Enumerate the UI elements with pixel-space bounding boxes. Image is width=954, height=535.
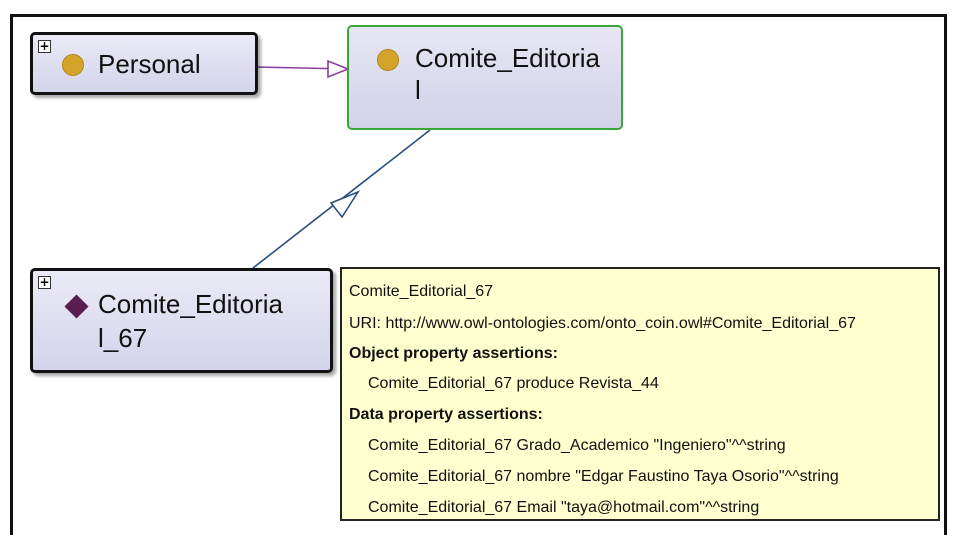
tooltip-data-heading: Data property assertions:: [349, 406, 543, 423]
subclass-arrowhead: [327, 59, 351, 79]
tooltip-data-assertion: Comite_Editorial_67 Grado_Academico "Ing…: [368, 437, 786, 454]
class-node-comite-editorial[interactable]: Comite_Editoria l: [347, 25, 623, 130]
expand-icon[interactable]: +: [38, 39, 51, 53]
tooltip-title: Comite_Editorial_67: [349, 283, 494, 300]
type-arrowhead: [329, 190, 361, 219]
tooltip-uri: URI: http://www.owl-ontologies.com/onto_…: [349, 315, 856, 332]
class-node-personal[interactable]: + Personal: [30, 32, 258, 95]
node-label-line2: l: [415, 75, 421, 105]
expand-icon[interactable]: +: [38, 275, 51, 289]
tooltip-object-assertion: Comite_Editorial_67 produce Revista_44: [368, 375, 659, 392]
canvas-border-right: [944, 14, 947, 535]
class-icon: [377, 49, 399, 71]
individual-tooltip: Comite_Editorial_67 URI: http://www.owl-…: [340, 267, 940, 521]
class-icon: [62, 54, 84, 76]
node-label-line2: l_67: [98, 323, 148, 353]
tooltip-data-assertion: Comite_Editorial_67 Email "taya@hotmail.…: [368, 499, 760, 516]
individual-icon: [64, 294, 89, 319]
tooltip-data-assertion: Comite_Editorial_67 nombre "Edgar Fausti…: [368, 468, 839, 485]
node-label: Personal: [98, 49, 201, 79]
node-label-line1: Comite_Editoria: [98, 289, 283, 319]
canvas-border-left: [10, 14, 13, 535]
node-label-line1: Comite_Editoria: [415, 43, 600, 73]
tooltip-object-heading: Object property assertions:: [349, 345, 558, 362]
individual-node-comite-editorial-67[interactable]: + Comite_Editoria l_67: [30, 268, 333, 373]
canvas-border-top: [10, 14, 947, 17]
